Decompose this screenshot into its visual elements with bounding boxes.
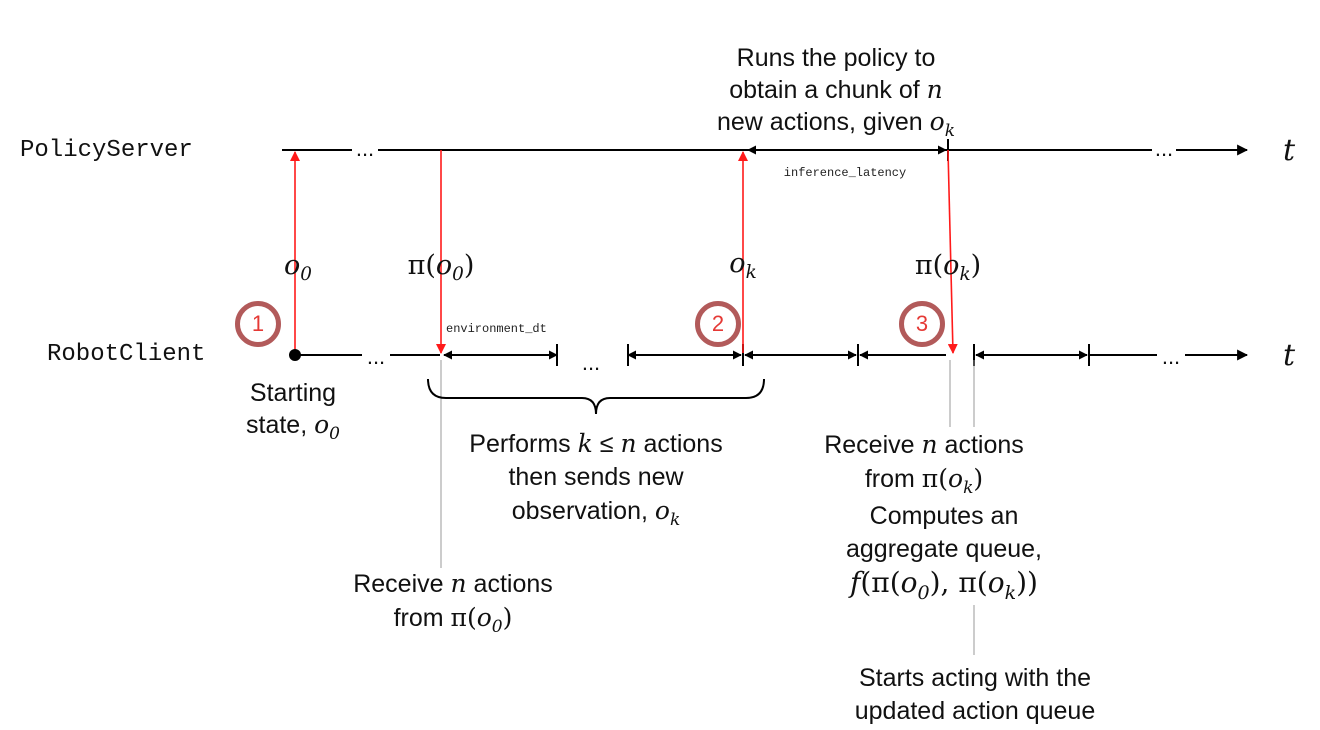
starting-state-dot xyxy=(289,349,301,361)
leader-lines xyxy=(440,360,975,655)
receive-actions-ok-note: Receive n actions from π(ok) xyxy=(824,430,1024,498)
policy-server-label: PolicyServer xyxy=(20,137,193,164)
computes-queue-note: Computes an aggregate queue, f(π(o0), π(… xyxy=(845,502,1043,604)
pi-ok-down-arrow xyxy=(947,149,958,354)
label-pi-ok: π(ok) xyxy=(914,250,982,286)
receive-actions-o0-note: Receive n actions from π(o0) xyxy=(353,569,553,637)
actions-brace xyxy=(427,378,765,415)
client-ellipsis-right: ... xyxy=(1161,344,1181,369)
label-ok: ok xyxy=(729,248,757,284)
starts-acting-note: Starts acting with the updated action qu… xyxy=(854,664,1096,725)
step-marker-2: 2 xyxy=(695,301,741,347)
environment-dt-label: environment_dt xyxy=(446,322,547,336)
inference-latency-label: inference_latency xyxy=(783,166,907,180)
server-ellipsis-right: ... xyxy=(1154,136,1174,161)
client-time-symbol: t xyxy=(1283,338,1296,373)
client-timeline xyxy=(295,344,1249,366)
client-ellipsis-left: ... xyxy=(366,344,386,369)
client-ellipsis-middle: ... xyxy=(581,350,601,375)
performs-actions-note: Performs k ≤ n actions then sends new ob… xyxy=(469,429,723,530)
step-marker-1: 1 xyxy=(235,301,281,347)
label-o0: o0 xyxy=(284,250,312,286)
starting-state-note: Starting state, o0 xyxy=(246,379,340,444)
label-pi-o0: π(o0) xyxy=(407,250,475,286)
robot-client-label: RobotClient xyxy=(47,341,206,368)
server-ellipsis-left: ... xyxy=(355,136,375,161)
server-time-symbol: t xyxy=(1283,133,1296,168)
server-timeline xyxy=(282,139,1249,161)
step-marker-3: 3 xyxy=(899,301,945,347)
server-runs-note: Runs the policy to obtain a chunk of n n… xyxy=(717,44,955,141)
message-arrows xyxy=(290,149,958,354)
